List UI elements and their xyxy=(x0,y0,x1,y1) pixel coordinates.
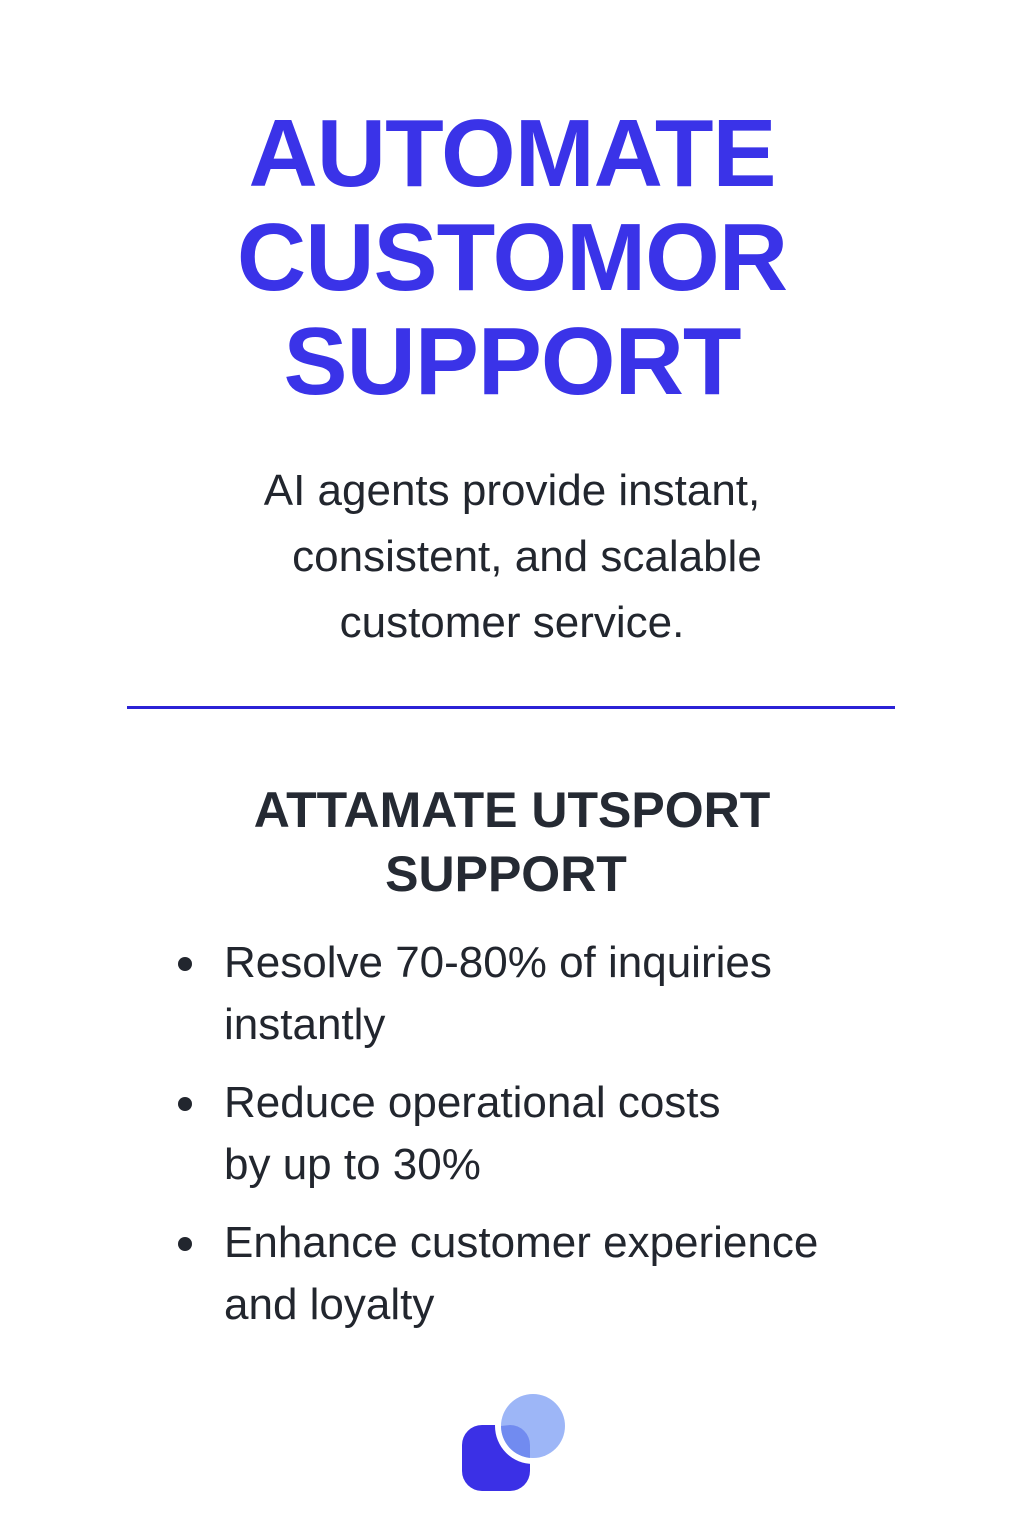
bullet-icon xyxy=(178,1237,192,1251)
benefit-text: Reduce operational costs by up to 30% xyxy=(224,1072,928,1196)
section-divider xyxy=(127,706,895,709)
benefit-line: Reduce operational costs xyxy=(224,1078,721,1127)
section-title-line-2: SUPPORT xyxy=(385,846,627,902)
hero-title-line-1: AUTOMATE xyxy=(248,100,776,207)
bullet-icon xyxy=(178,957,192,971)
benefit-line: and loyalty xyxy=(224,1280,435,1329)
benefit-text: Enhance customer experience and loyalty xyxy=(224,1212,928,1336)
logo-overlap-shape xyxy=(500,1425,530,1458)
subtitle: AI agents provide instant, consistent, a… xyxy=(0,458,1024,656)
bullet-icon xyxy=(178,1097,192,1111)
section-title: ATTAMATE UTSPORT SUPPORT xyxy=(0,778,1024,906)
benefit-text: Resolve 70-80% of inquiries instantly xyxy=(224,932,928,1056)
chat-bubbles-logo-icon xyxy=(460,1393,566,1493)
benefit-line: instantly xyxy=(224,1000,386,1049)
section-title-line-1: ATTAMATE UTSPORT xyxy=(253,782,771,838)
subtitle-line-3: customer service. xyxy=(339,598,685,647)
hero-title-line-2: CUSTOMOR xyxy=(236,204,788,311)
hero-title: AUTOMATE CUSTOMOR SUPPORT xyxy=(0,102,1024,414)
benefit-item: Enhance customer experience and loyalty xyxy=(168,1212,928,1336)
subtitle-line-1: AI agents provide instant, xyxy=(263,466,761,515)
hero-title-line-3: SUPPORT xyxy=(283,308,741,415)
subtitle-line-2: consistent, and scalable xyxy=(292,532,762,581)
benefit-line: Enhance customer experience xyxy=(224,1218,819,1267)
benefit-line: Resolve 70-80% of inquiries xyxy=(224,938,772,987)
benefit-item: Reduce operational costs by up to 30% xyxy=(168,1072,928,1196)
benefit-item: Resolve 70-80% of inquiries instantly xyxy=(168,932,928,1056)
benefits-list: Resolve 70-80% of inquiries instantly Re… xyxy=(168,932,928,1352)
benefit-line: by up to 30% xyxy=(224,1140,481,1189)
